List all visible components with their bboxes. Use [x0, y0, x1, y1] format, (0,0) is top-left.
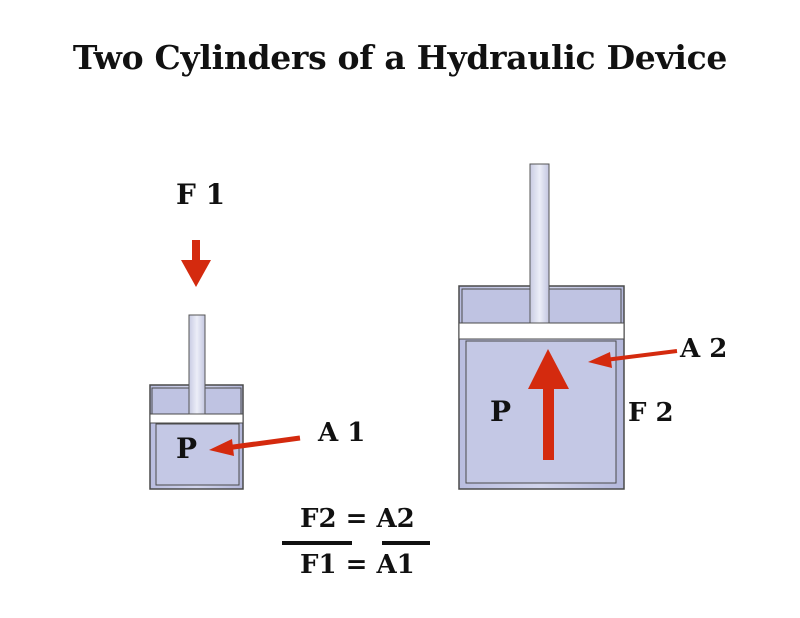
large-piston-rod — [529, 163, 550, 324]
a2-arrow — [588, 349, 678, 368]
f1-arrow — [181, 240, 211, 287]
formula-divider-right — [382, 541, 430, 545]
small-fluid-chamber — [155, 423, 240, 486]
formula-divider-left — [282, 541, 352, 545]
f2-arrow — [528, 349, 569, 460]
large-cylinder — [458, 163, 625, 490]
large-piston-gap — [458, 322, 625, 340]
small-cylinder — [149, 314, 244, 490]
a1-arrow — [209, 435, 301, 456]
page-title: Two Cylinders of a Hydraulic Device — [72, 38, 728, 77]
a2-label: A 2 — [680, 334, 728, 364]
pressure-label-large: P — [490, 395, 512, 428]
f2-label: F 2 — [628, 398, 674, 428]
small-piston-gap — [149, 413, 244, 424]
formula-top: F2 = A2 — [300, 504, 415, 534]
f1-label: F 1 — [176, 178, 226, 211]
small-piston-rod — [188, 314, 206, 415]
a1-label: A 1 — [318, 418, 366, 448]
pressure-label-small: P — [176, 432, 198, 465]
formula-bottom: F1 = A1 — [300, 550, 415, 580]
